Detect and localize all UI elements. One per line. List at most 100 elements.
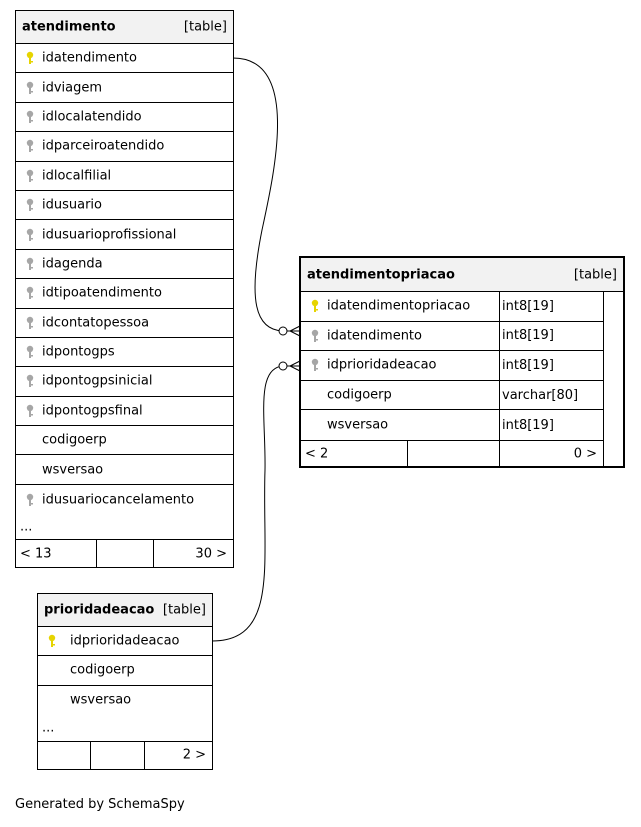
column-name: codigoerp xyxy=(42,432,107,448)
column-name: idtipoatendimento xyxy=(42,285,162,301)
column-name: wsversao xyxy=(327,417,389,433)
table-header[interactable]: atendimentopriacao [table] xyxy=(301,258,623,292)
divider xyxy=(407,440,408,467)
column-row[interactable]: idpontogpsinicial xyxy=(16,367,233,397)
foreign-key-icon xyxy=(26,374,34,388)
table-atendimentopriacao[interactable]: atendimentopriacao [table] idatendimento… xyxy=(299,256,625,468)
primary-key-icon xyxy=(26,51,34,65)
table-header[interactable]: atendimento [table] xyxy=(16,11,233,44)
column-row[interactable]: wsversao int8[19] xyxy=(301,410,603,440)
foreign-key-icon xyxy=(26,286,34,300)
column-type: int8[19] xyxy=(499,321,602,351)
column-type: int8[19] xyxy=(499,410,602,440)
crowfoot-icon xyxy=(288,325,301,337)
table-footer: < 2 0 > xyxy=(301,439,603,467)
primary-key-icon xyxy=(311,299,319,313)
column-name: idusuarioprofissional xyxy=(42,227,177,243)
ellipsis: ... xyxy=(20,519,33,535)
column-name: idpontogpsinicial xyxy=(42,373,153,389)
column-row[interactable]: idatendimentopriacao int8[19] xyxy=(301,292,603,322)
column-row[interactable]: idatendimento xyxy=(16,44,233,74)
divider xyxy=(153,540,154,568)
column-row[interactable]: idcontatopessoa xyxy=(16,309,233,338)
footer-left: < 13 xyxy=(20,546,52,562)
column-name: idusuario xyxy=(42,197,102,213)
table-name: prioridadeacao xyxy=(44,602,155,618)
footer-right: 0 > xyxy=(573,446,597,462)
table-prioridadeacao[interactable]: prioridadeacao [table] idprioridadeacao c… xyxy=(37,593,213,770)
column-row[interactable]: codigoerp varchar[80] xyxy=(301,380,603,411)
divider xyxy=(144,741,145,769)
primary-key-icon xyxy=(48,634,56,648)
column-type: varchar[80] xyxy=(499,380,602,410)
column-row[interactable]: wsversao xyxy=(38,686,212,715)
foreign-key-icon xyxy=(26,316,34,330)
table-name: atendimento xyxy=(22,19,116,35)
column-row[interactable]: codigoerp xyxy=(38,656,212,686)
column-name: idcontatopessoa xyxy=(42,315,150,331)
column-row[interactable]: idprioridadeacao int8[19] xyxy=(301,351,603,381)
column-name: idlocalatendido xyxy=(42,109,142,125)
column-row[interactable]: codigoerp xyxy=(16,426,233,456)
footer-right: 2 > xyxy=(182,747,206,763)
foreign-key-icon xyxy=(26,493,34,507)
column-name: idlocalfilial xyxy=(42,168,112,184)
table-kind: [table] xyxy=(162,602,206,618)
foreign-key-icon xyxy=(26,404,34,418)
column-row[interactable]: idlocalfilial xyxy=(16,162,233,191)
column-name: idatendimentopriacao xyxy=(327,298,471,314)
column-row[interactable]: wsversao xyxy=(16,455,233,485)
foreign-key-icon xyxy=(26,228,34,242)
table-atendimento[interactable]: atendimento [table] idatendimento idviage… xyxy=(15,10,234,569)
column-name: idatendimento xyxy=(327,328,422,344)
table-name: atendimentopriacao xyxy=(307,267,455,282)
column-name: idprioridadeacao xyxy=(70,633,180,649)
column-name: idagenda xyxy=(42,256,103,272)
table-header[interactable]: prioridadeacao [table] xyxy=(38,594,212,627)
column-name: codigoerp xyxy=(327,387,392,403)
column-row[interactable]: idparceiroatendido xyxy=(16,132,233,162)
column-name: idusuariocancelamento xyxy=(42,492,195,508)
column-row[interactable]: idlocalatendido xyxy=(16,103,233,133)
column-type: int8[19] xyxy=(499,351,602,380)
column-row[interactable]: idusuariocancelamento xyxy=(16,485,233,514)
relation-prioridadeacao-to-atendimentopriacao xyxy=(211,365,300,642)
ellipsis-row: ... xyxy=(38,715,212,742)
foreign-key-icon xyxy=(311,358,319,372)
foreign-key-icon xyxy=(26,139,34,153)
column-name: wsversao xyxy=(42,462,104,478)
relation-optional-circle xyxy=(278,361,288,371)
column-row[interactable]: idpontogps xyxy=(16,338,233,368)
column-row[interactable]: idpontogpsfinal xyxy=(16,397,233,427)
column-row[interactable]: idusuario xyxy=(16,191,233,221)
table-kind: [table] xyxy=(573,267,617,282)
relation-optional-circle xyxy=(278,326,288,336)
column-name: idatendimento xyxy=(42,50,137,66)
relation-atendimento-to-atendimentopriacao xyxy=(232,57,300,332)
column-type: int8[19] xyxy=(499,292,602,321)
column-row[interactable]: idtipoatendimento xyxy=(16,279,233,309)
column-row[interactable]: idviagem xyxy=(16,73,233,103)
column-row[interactable]: idusuarioprofissional xyxy=(16,220,233,250)
footer-right: 30 > xyxy=(195,546,227,562)
column-name: idprioridadeacao xyxy=(327,357,437,373)
column-row[interactable]: idagenda xyxy=(16,250,233,280)
divider xyxy=(90,741,91,769)
table-footer: < 13 30 > xyxy=(16,540,233,568)
column-row[interactable]: idatendimento int8[19] xyxy=(301,321,603,352)
column-row[interactable]: idprioridadeacao xyxy=(38,627,212,657)
ellipsis-row: ... xyxy=(16,514,233,541)
column-name: idparceiroatendido xyxy=(42,138,165,154)
foreign-key-icon xyxy=(26,169,34,183)
divider xyxy=(96,540,97,568)
footer-left: < 2 xyxy=(305,446,329,462)
foreign-key-icon xyxy=(26,81,34,95)
column-name: codigoerp xyxy=(70,662,135,678)
foreign-key-icon xyxy=(26,198,34,212)
table-footer: 2 > xyxy=(38,741,212,769)
ellipsis: ... xyxy=(42,720,55,736)
foreign-key-icon xyxy=(26,110,34,124)
foreign-key-icon xyxy=(26,345,34,359)
column-name: idpontogps xyxy=(42,344,115,360)
